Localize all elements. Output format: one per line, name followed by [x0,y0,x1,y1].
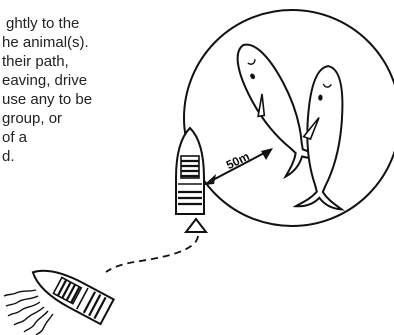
direction-marker-icon [186,219,206,232]
distance-label: 50m [224,149,252,172]
whale-icon [296,65,352,210]
travel-path [106,236,198,272]
distance-arrow: 50m [204,148,273,185]
boat-icon [26,260,113,324]
boat-icon [176,128,204,214]
wake-lines [4,290,53,335]
